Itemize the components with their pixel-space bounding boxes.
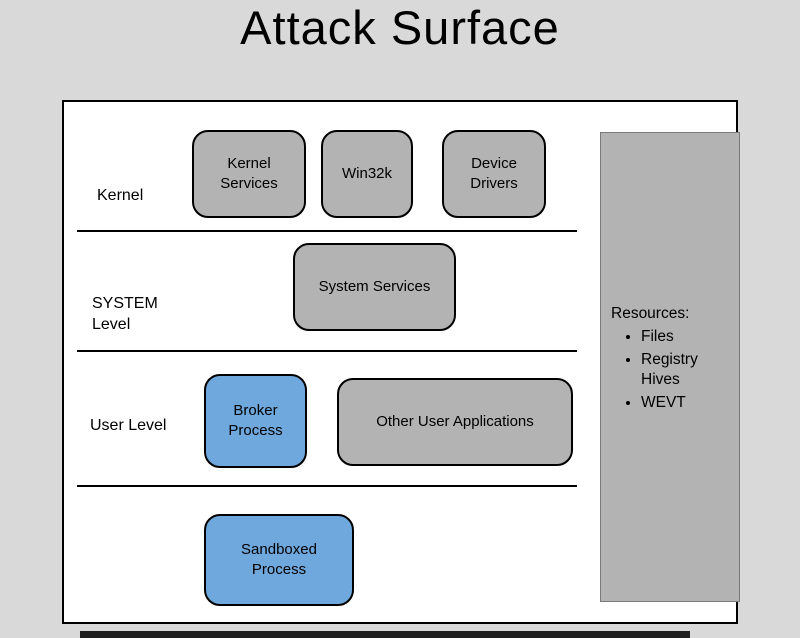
broker-process-box: Broker Process — [204, 374, 307, 468]
kernel-services-box: Kernel Services — [192, 130, 306, 218]
user-level-label: User Level — [90, 417, 167, 434]
resource-item-wevt: WEVT — [641, 393, 733, 413]
resources-list: Files Registry Hives WEVT — [611, 327, 733, 414]
resources-content: Resources: Files Registry Hives WEVT — [601, 133, 739, 414]
sandboxed-process-box: Sandboxed Process — [204, 514, 354, 606]
system-level-label: SYSTEM Level — [92, 295, 158, 333]
system-user-divider — [77, 350, 577, 352]
diagram-frame: Kernel Kernel Services Win32k Device Dri… — [62, 100, 740, 624]
kernel-system-divider — [77, 230, 577, 232]
kernel-level-label: Kernel — [97, 187, 144, 204]
user-sandbox-divider — [77, 485, 577, 487]
system-services-box: System Services — [293, 243, 456, 331]
resources-title: Resources: — [611, 305, 690, 322]
bottom-edge-bar — [80, 631, 690, 638]
resource-item-files: Files — [641, 327, 733, 347]
other-user-applications-box: Other User Applications — [337, 378, 573, 466]
win32k-box: Win32k — [321, 130, 413, 218]
slide-title: Attack Surface — [240, 1, 560, 54]
device-drivers-box: Device Drivers — [442, 130, 546, 218]
resources-panel: Resources: Files Registry Hives WEVT — [600, 132, 740, 602]
resource-item-registry-hives: Registry Hives — [641, 350, 733, 390]
